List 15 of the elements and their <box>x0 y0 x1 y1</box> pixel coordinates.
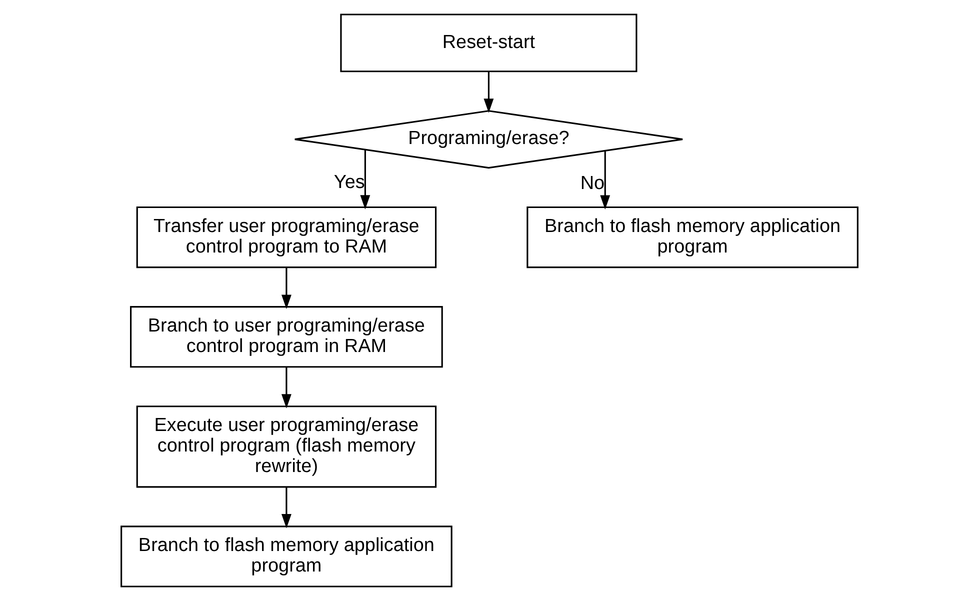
node-box: Branch to flash memory application program <box>526 206 858 268</box>
arrow <box>280 367 291 408</box>
edge-label: No <box>580 172 604 194</box>
arrow <box>280 268 291 309</box>
arrow <box>280 488 291 528</box>
arrow <box>483 72 494 113</box>
edge-label: Yes <box>333 172 364 194</box>
node-box: Execute user programing/erase control program (flash memory rewrite) <box>136 406 436 488</box>
node-box: Reset-start <box>340 14 637 72</box>
node-diamond: Programing/erase? <box>294 110 683 169</box>
node-box: Branch to user programing/erase control program in RAM <box>130 306 442 368</box>
node-box: Branch to flash memory application program <box>120 526 452 588</box>
node-box: Transfer user programing/erase control program to RAM <box>136 206 436 268</box>
arrow <box>360 150 370 210</box>
arrow <box>600 151 610 210</box>
